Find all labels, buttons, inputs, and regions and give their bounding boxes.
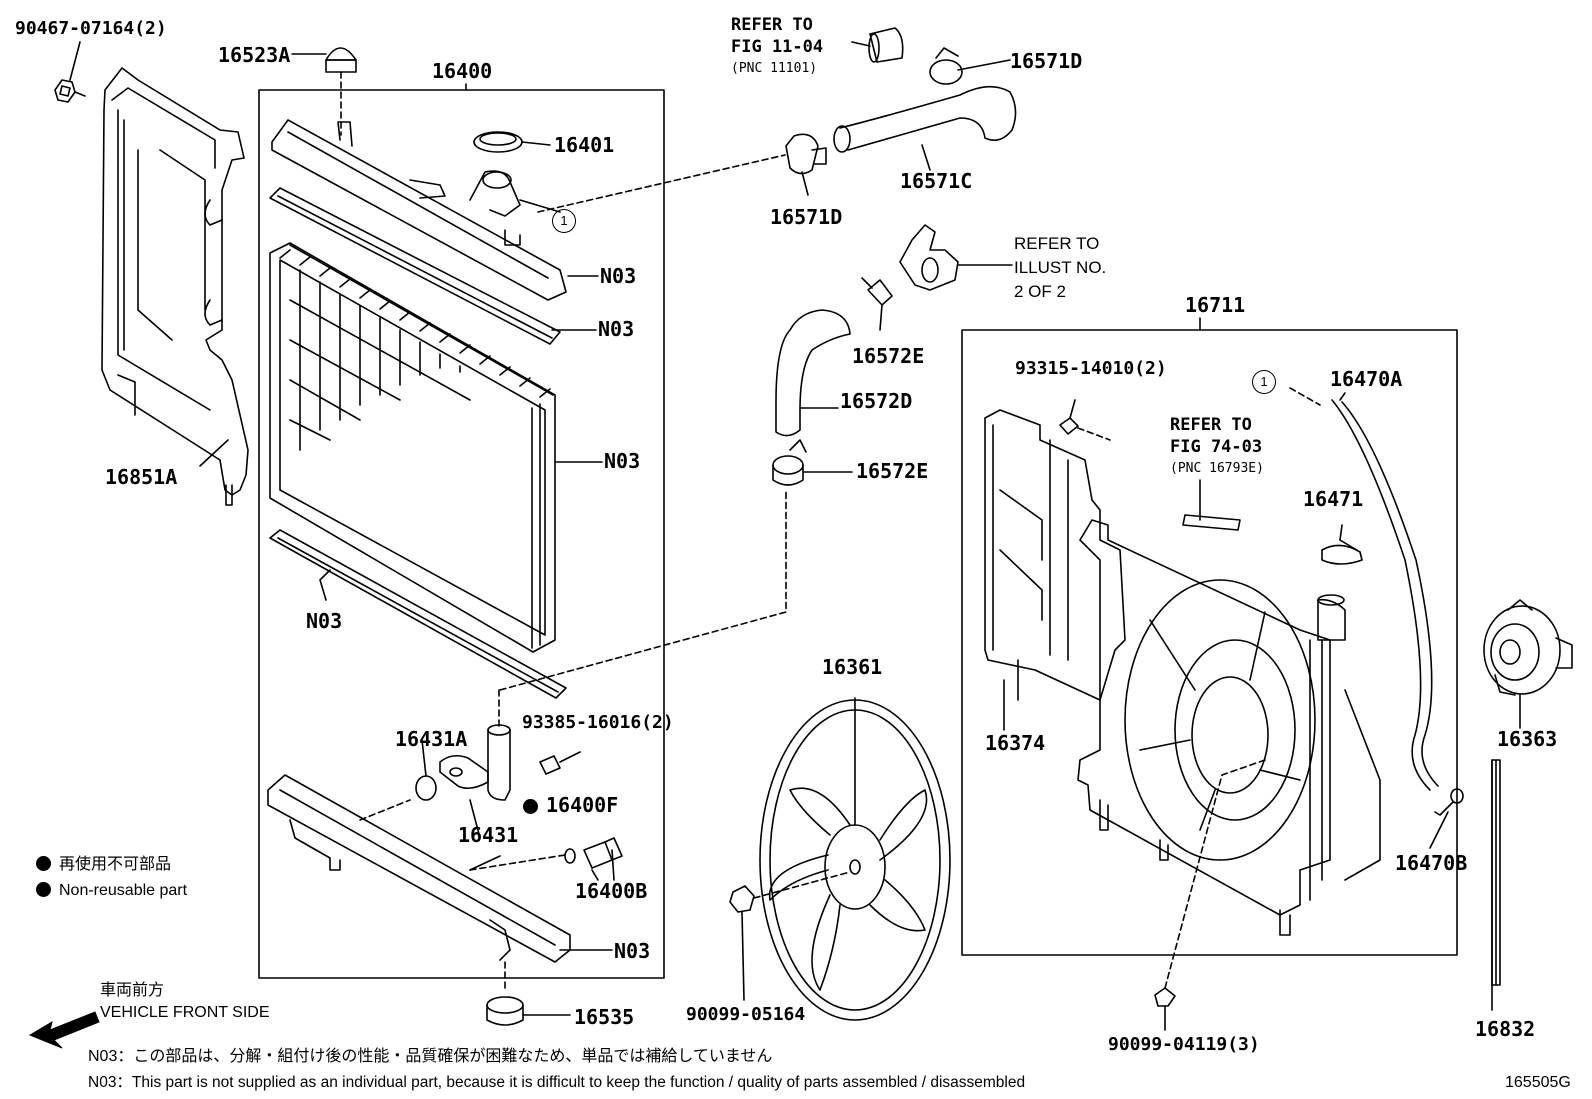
ref-fig-11-04[interactable]: REFER TO FIG 11-04 (PNC 11101) — [731, 14, 823, 80]
oring-16400f-icon — [564, 848, 576, 864]
strip-16832-icon — [1491, 759, 1501, 986]
part-label-n03-4[interactable]: N03 — [306, 609, 343, 633]
part-label-16535[interactable]: 16535 — [574, 1005, 635, 1029]
grommet-16535-icon — [486, 996, 524, 1026]
fan-shroud-16711-icon — [1077, 519, 1381, 989]
callout-1-fan[interactable]: 1 — [1252, 370, 1276, 394]
leader-lines — [69, 41, 1493, 1016]
part-label-16400[interactable]: 16400 — [432, 59, 493, 83]
legend-dot-icon — [36, 882, 51, 897]
part-label-16572e-bot[interactable]: 16572E — [856, 459, 929, 483]
part-label-16431[interactable]: 16431 — [458, 823, 519, 847]
part-label-16470a[interactable]: 16470A — [1330, 367, 1403, 391]
radiator-core-icon — [269, 242, 556, 653]
part-label-16400b[interactable]: 16400B — [575, 879, 648, 903]
part-label-90099-05164[interactable]: 90099-05164 — [686, 1004, 806, 1025]
nut-90099-05164-icon — [729, 871, 851, 1001]
part-label-16401[interactable]: 16401 — [554, 133, 615, 157]
fan-assembly-box — [961, 329, 1458, 956]
part-label-16470b[interactable]: 16470B — [1395, 851, 1468, 875]
part-label-n03-1[interactable]: N03 — [600, 264, 637, 288]
legend-nonreusable-jp: 再使用不可部品 — [36, 856, 171, 874]
ref-illust-line3: 2 OF 2 — [1014, 282, 1066, 301]
shroud-16374-icon — [984, 409, 1126, 701]
part-label-90467[interactable]: 90467-07164(2) — [15, 18, 167, 39]
part-label-16431a[interactable]: 16431A — [395, 727, 468, 751]
bolt-93315-icon — [1059, 399, 1111, 441]
drain-plug-16400b-icon — [583, 837, 623, 869]
front-side-en: VEHICLE FRONT SIDE — [100, 1004, 270, 1021]
part-label-16572d[interactable]: 16572D — [840, 389, 913, 413]
support-seal-16851a-icon — [101, 67, 249, 506]
seal-upper-1-icon — [269, 187, 561, 345]
part-label-16571d-mid[interactable]: 16571D — [770, 205, 843, 229]
ref-illust-line1: REFER TO — [1014, 234, 1100, 253]
clip-16470b-icon — [1429, 788, 1464, 849]
part-label-16361[interactable]: 16361 — [822, 655, 883, 679]
bolt-90099-04119-icon — [1154, 987, 1176, 1031]
clamp-16572e-icon — [772, 439, 853, 486]
ref-fig-74-03[interactable]: REFER TO FIG 74-03 (PNC 16793E) — [1170, 414, 1264, 480]
part-label-16571d-top[interactable]: 16571D — [1010, 49, 1083, 73]
ref-fig-74-03-line2: FIG 74-03 — [1170, 437, 1263, 457]
radiator-assembly-box — [258, 89, 665, 979]
part-label-16832[interactable]: 16832 — [1475, 1017, 1536, 1041]
note-n03-jp: N03：この部品は、分解・組付け後の性能・品質確保が困難なため、単品では補給して… — [88, 1048, 773, 1065]
motor-16363-icon — [1483, 599, 1573, 729]
overflow-hose-16470a-icon — [1289, 387, 1439, 791]
front-side-jp: 車両前方 — [100, 982, 165, 999]
ref-illust-2of2[interactable]: REFER TO ILLUST NO. 2 OF 2 — [1014, 232, 1106, 304]
clip-90467-icon — [54, 79, 86, 103]
bolt-93385-icon — [539, 751, 581, 775]
part-label-16471[interactable]: 16471 — [1303, 487, 1364, 511]
part-label-n03-2[interactable]: N03 — [598, 317, 635, 341]
cap-16523a-icon — [325, 47, 357, 136]
nonreusable-dot-icon — [523, 799, 538, 814]
legend-nonreusable-jp-text: 再使用不可部品 — [59, 856, 172, 873]
legend-nonreusable-en-text: Non-reusable part — [59, 882, 188, 899]
part-label-16851a[interactable]: 16851A — [105, 465, 178, 489]
fan-16361-icon — [759, 697, 951, 1021]
oring-16431a-icon — [415, 775, 437, 801]
ref-illust-line2: ILLUST NO. — [1014, 258, 1107, 277]
part-label-16572e-top[interactable]: 16572E — [852, 344, 925, 368]
elbow-16431-icon — [439, 689, 511, 801]
part-label-93385[interactable]: 93385-16016(2) — [522, 712, 674, 733]
ref-fig-74-03-line3: (PNC 16793E) — [1170, 461, 1264, 476]
ref-fig-74-03-line1: REFER TO — [1170, 415, 1252, 435]
cap-16401-icon — [473, 131, 551, 153]
part-label-n03-3[interactable]: N03 — [604, 449, 641, 473]
part-label-90099-04119[interactable]: 90099-04119(3) — [1108, 1034, 1260, 1055]
part-label-93315[interactable]: 93315-14010(2) — [1015, 358, 1167, 379]
legend-dot-icon — [36, 856, 51, 871]
legend-nonreusable-en: Non-reusable part — [36, 882, 187, 900]
part-label-16400f[interactable]: 16400F — [523, 794, 618, 816]
callout-1-upper[interactable]: 1 — [552, 209, 576, 233]
part-label-16363[interactable]: 16363 — [1497, 727, 1558, 751]
part-label-16711[interactable]: 16711 — [1185, 293, 1246, 317]
figure-id: 165505G — [1505, 1074, 1571, 1091]
part-label-16400f-text: 16400F — [546, 793, 619, 817]
water-outlet-icon — [775, 224, 1013, 437]
front-arrow-icon — [28, 1011, 100, 1049]
note-n03-en: N03：This part is not supplied as an indi… — [88, 1074, 1026, 1091]
ref-fig-11-04-line3: (PNC 11101) — [731, 61, 818, 76]
part-label-16523a[interactable]: 16523A — [218, 43, 291, 67]
part-label-16571c[interactable]: 16571C — [900, 169, 973, 193]
reservoir-cap-16471-icon — [1321, 524, 1363, 565]
ref-fig-11-04-line1: REFER TO — [731, 15, 813, 35]
upper-tank-icon — [271, 119, 567, 301]
hose-16571-icon — [785, 27, 1017, 196]
part-label-n03-5[interactable]: N03 — [614, 939, 651, 963]
ref-fig-11-04-line2: FIG 11-04 — [731, 37, 824, 57]
part-label-16374[interactable]: 16374 — [985, 731, 1046, 755]
seal-lower-icon — [269, 529, 567, 699]
